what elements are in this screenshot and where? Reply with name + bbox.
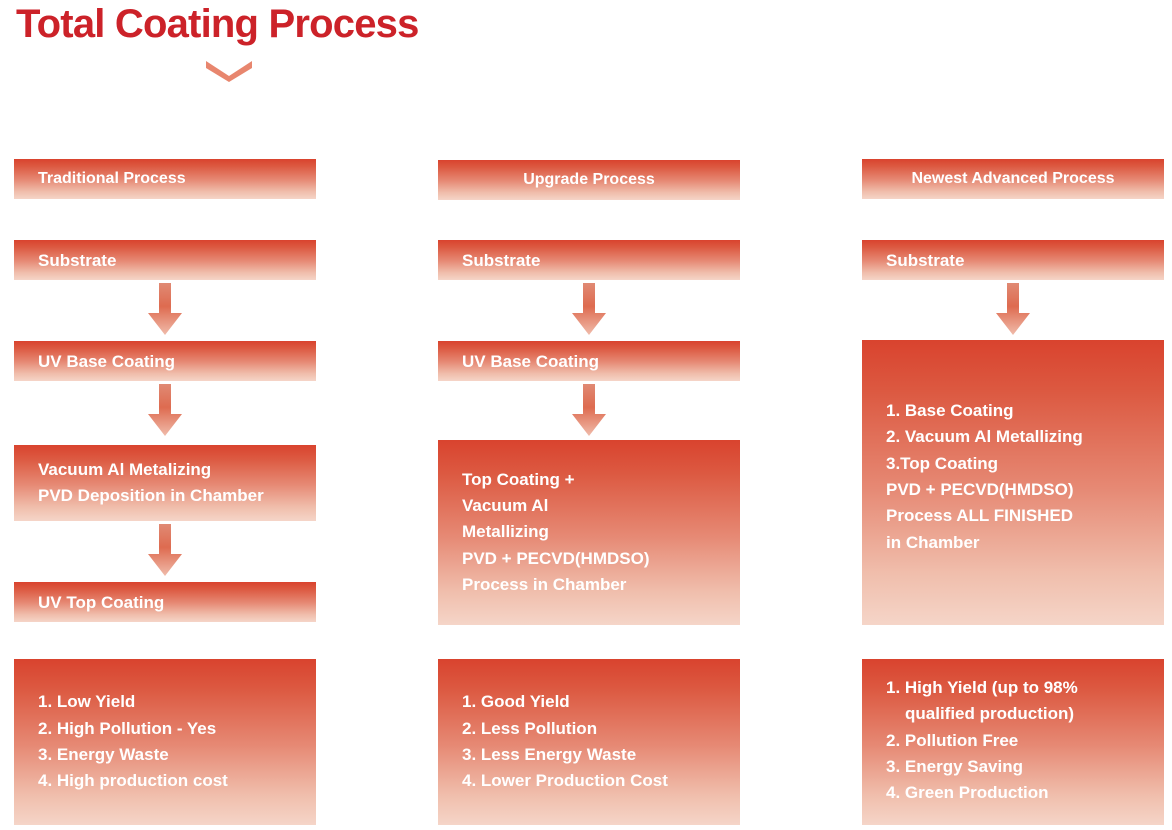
step-label-line-2: PVD Deposition in Chamber [38,486,264,505]
result-item-continuation: qualified production) [905,704,1075,724]
step-label-line-3: Metallizing [462,522,549,542]
page-title: Total Coating Process [16,2,419,46]
arrow-down-icon [572,283,606,335]
step-label: Substrate [462,250,541,270]
step-label-line-1: Vacuum Al Metalizing [38,459,212,479]
step-label-line-5: Process in Chamber [462,575,627,595]
process-column-traditional: Traditional Process Substrate UV Base Co… [14,0,316,830]
step-label: UV Top Coating [38,592,165,612]
step-label-line-3: 3.Top Coating [886,453,999,473]
step-box-uv-base-coating[interactable]: UV Base Coating [14,341,316,381]
result-item: 1. Good Yield [462,692,570,712]
step-box-uv-top-coating[interactable]: UV Top Coating [14,582,316,622]
step-label-line-5: Process ALL FINISHED [886,506,1074,526]
column-header-traditional: Traditional Process [14,159,316,199]
step-box-chamber-process-upgrade[interactable]: Top Coating + Vacuum Al Metallizing PVD … [438,440,740,625]
result-item: 1. Low Yield [38,692,136,712]
step-label-line-1: Top Coating + [462,469,575,489]
result-item: 3. Energy Saving [886,757,1023,777]
step-label-line-6: in Chamber [886,532,980,552]
result-item: 4. Lower Production Cost [462,771,668,791]
column-header-newest-advanced: Newest Advanced Process [862,159,1164,199]
result-item: 2. Less Pollution [462,718,598,738]
step-label-line-4: PVD + PECVD(HMDSO) [462,548,650,568]
arrow-down-icon [148,524,182,576]
arrow-down-icon [148,283,182,335]
step-label-line-4: PVD + PECVD(HMDSO) [886,480,1074,500]
step-label-line-2: 2. Vacuum Al Metallizing [886,427,1083,447]
step-label: Substrate [886,250,965,270]
result-item: 1. High Yield (up to 98% [886,678,1078,697]
result-item: 4. High production cost [38,771,228,791]
result-item: 3. Energy Waste [38,745,169,764]
arrow-down-icon [996,283,1030,335]
step-label: UV Base Coating [38,351,175,371]
step-box-substrate[interactable]: Substrate [862,240,1164,280]
result-item: 2. High Pollution - Yes [38,718,217,738]
step-box-vacuum-al-metalizing[interactable]: Vacuum Al Metalizing PVD Deposition in C… [14,445,316,521]
arrow-down-icon [572,384,606,436]
results-box-newest-advanced: 1. High Yield (up to 98% qualified produ… [862,659,1164,825]
step-box-substrate[interactable]: Substrate [14,240,316,280]
column-header-upgrade: Upgrade Process [438,160,740,200]
step-label: Substrate [38,250,117,270]
step-box-uv-base-coating[interactable]: UV Base Coating [438,341,740,381]
results-box-upgrade: 1. Good Yield 2. Less Pollution 3. Less … [438,659,740,825]
column-header-label: Newest Advanced Process [911,170,1115,187]
step-label-line-2: Vacuum Al [462,495,549,515]
column-header-label: Upgrade Process [523,171,655,188]
chevron-down-accent-icon [206,61,252,82]
results-box-traditional: 1. Low Yield 2. High Pollution - Yes 3. … [14,659,316,825]
step-box-substrate[interactable]: Substrate [438,240,740,280]
step-label-line-1: 1. Base Coating [886,401,1014,420]
column-header-label: Traditional Process [38,170,186,187]
arrow-down-icon [148,384,182,436]
step-label: UV Base Coating [462,351,599,371]
result-item: 2. Pollution Free [886,730,1019,750]
process-column-upgrade: Upgrade Process Substrate UV Base Coatin… [438,0,740,830]
process-column-newest-advanced: Newest Advanced Process Substrate 1. Bas… [862,0,1164,830]
step-box-chamber-process-advanced[interactable]: 1. Base Coating 2. Vacuum Al Metallizing… [862,340,1164,625]
result-item: 4. Green Production [886,783,1049,803]
result-item: 3. Less Energy Waste [462,745,637,764]
